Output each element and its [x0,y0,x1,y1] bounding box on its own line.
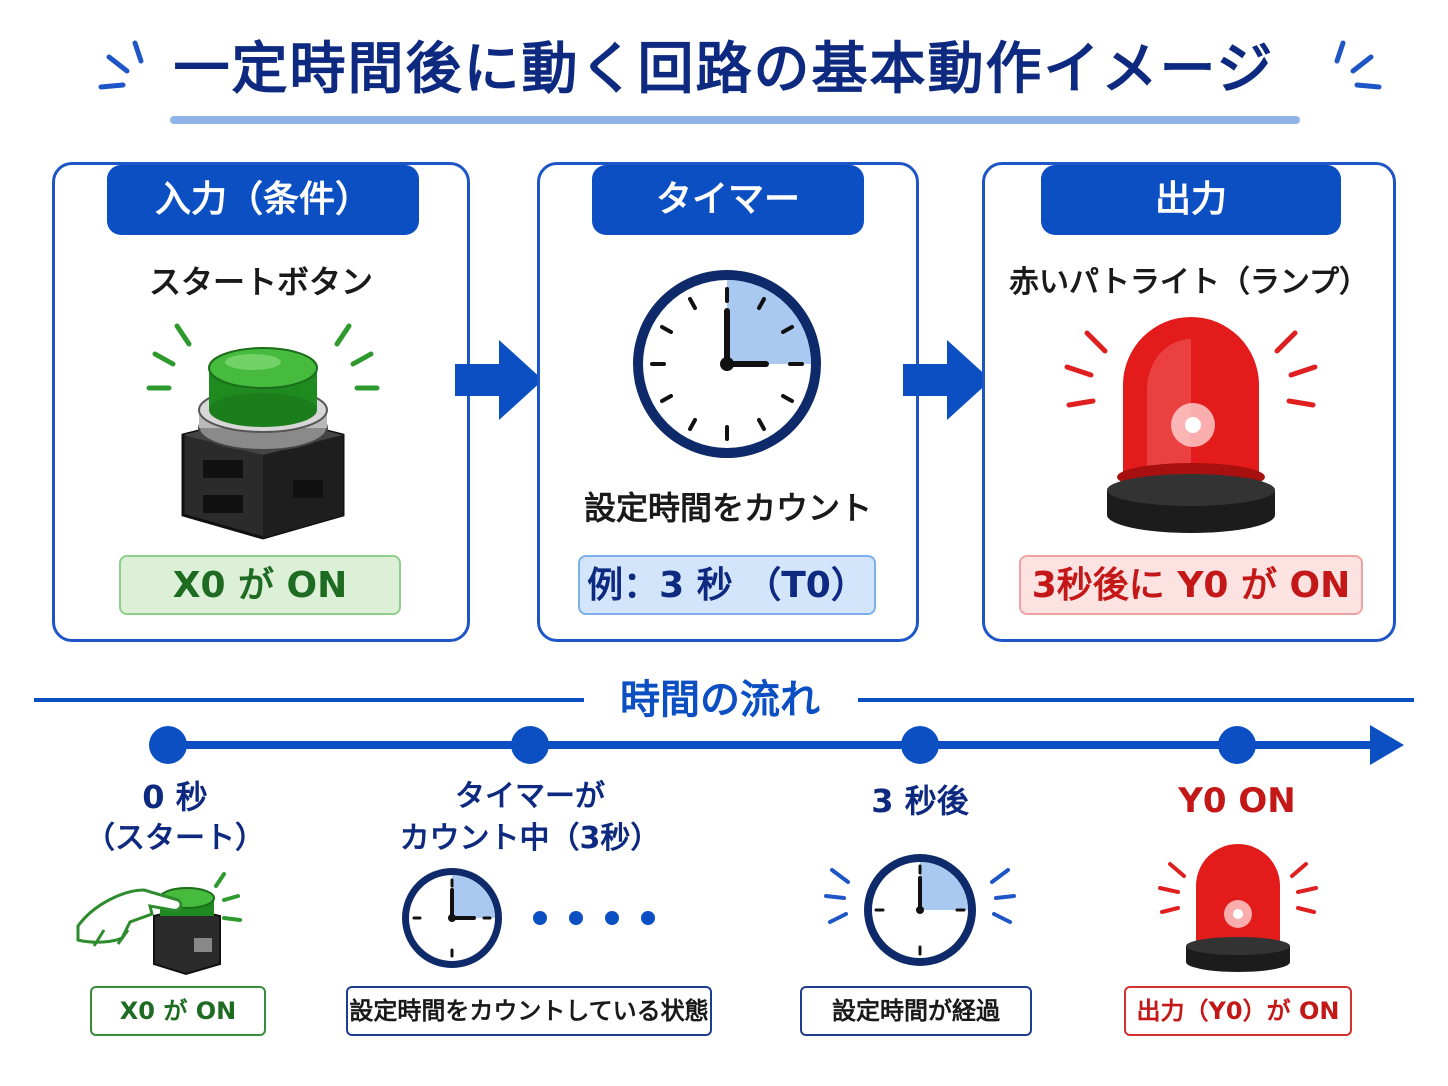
step-4-box: 出力（Y0）が ON [1124,986,1352,1036]
flow-divider-right [858,698,1414,702]
timer-result: 例：3 秒 （T0） [578,555,876,615]
step-1-label: 0 秒 （スタート） [60,776,290,860]
title-underline [170,116,1300,124]
timeline-node [149,726,187,764]
step-3-label: 3 秒後 [820,780,1020,822]
step-2-label: タイマーが カウント中（3秒） [370,776,690,860]
clock-elapsed-icon [824,854,1016,966]
output-panel: 出力 赤いパトライト（ランプ） 3秒後に Y0 が ON [982,162,1396,642]
ellipsis-dots-icon [533,911,655,925]
input-panel-subtitle: スタートボタン [148,263,373,301]
timer-panel: タイマー 設定時間をカウント 例：3 秒 （T0） [537,162,919,642]
input-panel: 入力（条件） スタートボタン X0 が ON [52,162,470,642]
step-2-box: 設定時間をカウントしている状態 [346,986,712,1036]
arrow-right-icon [903,340,991,420]
pressing-button-icon [76,872,242,976]
clock-icon [633,270,821,458]
flow-title: 時間の流れ [620,677,820,723]
burst-right-icon [1334,40,1382,90]
input-panel-header: 入力（条件） [107,165,419,235]
timeline-node [511,726,549,764]
timeline [149,725,1404,765]
arrow-right-icon [455,340,543,420]
timeline-arrowhead-icon [1370,725,1404,765]
output-result: 3秒後に Y0 が ON [1019,555,1363,615]
step-2-label-line1: タイマーが [455,779,605,814]
timer-panel-subtitle: 設定時間をカウント [583,489,872,527]
step-1-label-line1: 0 秒 [142,778,208,816]
step-4-label-line1: Y0 ON [1178,781,1296,821]
flow-divider-left [34,698,584,702]
step-3-label-line1: 3 秒後 [871,782,969,820]
green-push-button-icon [146,323,380,540]
timeline-node [901,726,939,764]
step-2-label-line2: カウント中（3秒） [399,821,661,856]
small-red-light-icon [1158,844,1318,972]
step-1-label-line2: （スタート） [85,821,265,856]
output-panel-header: 出力 [1041,165,1341,235]
input-result: X0 が ON [119,555,401,615]
output-panel-subtitle: 赤いパトライト（ランプ） [1009,265,1369,300]
step-4-label: Y0 ON [1130,780,1344,822]
step-1-box: X0 が ON [90,986,266,1036]
small-clock-icon [402,868,502,968]
timer-panel-header: タイマー [592,165,864,235]
burst-left-icon [98,40,144,90]
step-3-box: 設定時間が経過 [800,986,1032,1036]
page-title: 一定時間後に動く回路の基本動作イメージ [173,37,1275,102]
timeline-node [1218,726,1256,764]
red-patrol-light-icon [1064,317,1318,533]
